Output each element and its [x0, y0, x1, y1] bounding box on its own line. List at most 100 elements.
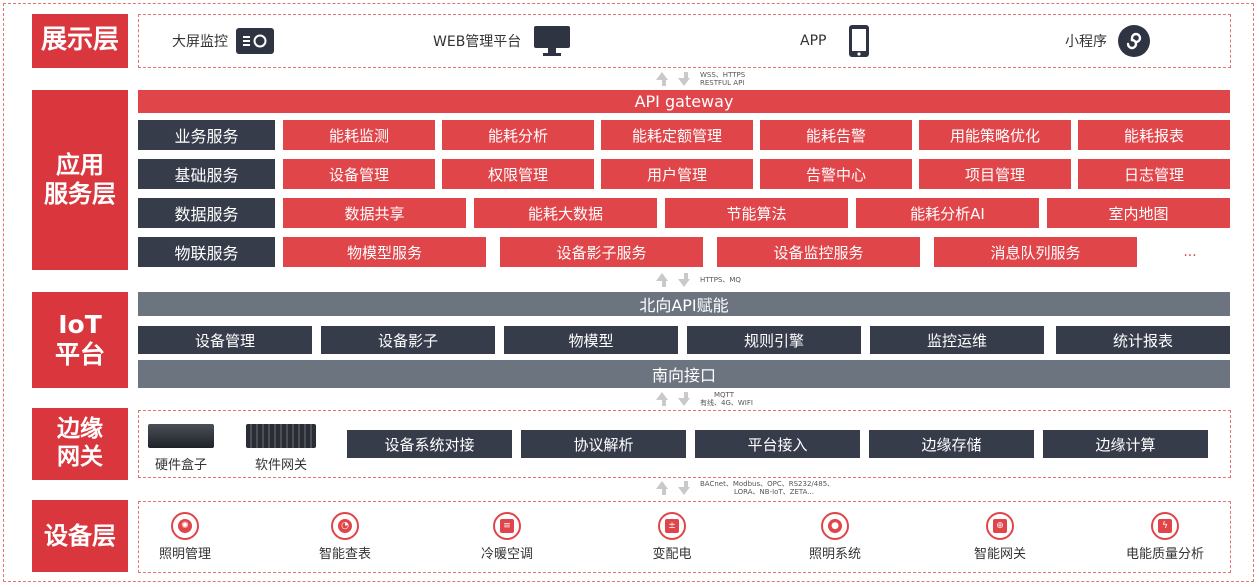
device-item: ⊕ 智能网关 [955, 512, 1045, 562]
device-label: 电能质量分析 [1125, 547, 1204, 562]
protocol-arrow-bottom: BACnet、Modbus、OPC、RS232/485、 LORA、NB-IoT… [656, 478, 834, 498]
app-service-item: 能耗告警 [760, 120, 912, 150]
app-service-item: 能耗分析AI [856, 198, 1039, 228]
edge-frame [138, 410, 1231, 478]
arrow-up-icon [656, 273, 672, 287]
iot-module: 物模型 [504, 326, 678, 354]
app-service-item: 告警中心 [760, 159, 912, 189]
software-gateway-icon [246, 424, 316, 448]
device-item: ± 变配电 [627, 512, 717, 562]
app-service-item: 数据共享 [283, 198, 466, 228]
edge-hardware-label: 硬件盒子 [154, 458, 207, 473]
app-service-item: 日志管理 [1078, 159, 1230, 189]
presentation-item-miniprogram[interactable]: 小程序 [1065, 24, 1151, 58]
device-label: 冷暖空调 [480, 547, 533, 562]
iot-module: 规则引擎 [687, 326, 861, 354]
app-service-item: 能耗大数据 [474, 198, 657, 228]
battery-icon: ± [658, 512, 686, 540]
app-service-item: 能耗分析 [442, 120, 594, 150]
arrow-up-icon [656, 72, 672, 86]
protocol-arrow-top: WSS、HTTPS RESTFUL API [656, 69, 745, 89]
edge-module: 设备系统对接 [347, 430, 512, 458]
lightbulb-icon: ✺ [171, 512, 199, 540]
device-label: 变配电 [652, 547, 692, 562]
api-gateway-bar: API gateway [138, 90, 1230, 113]
south-interface-bar: 南向接口 [138, 360, 1230, 388]
iot-module: 统计报表 [1056, 326, 1230, 354]
app-service-item: 能耗监测 [283, 120, 435, 150]
presentation-item-bigscreen[interactable]: 大屏监控 [172, 28, 274, 54]
protocol-text: LORA、NB-IoT、ZETA... [734, 488, 815, 496]
presentation-item-label: 小程序 [1065, 34, 1107, 50]
presentation-item-app[interactable]: APP [800, 24, 870, 58]
edge-module: 协议解析 [521, 430, 686, 458]
protocol-text: RESTFUL API [700, 79, 745, 87]
power-quality-icon: ϟ [1151, 512, 1179, 540]
arrow-down-icon [678, 273, 694, 287]
hardware-box-icon [148, 424, 214, 448]
app-service-item: 物模型服务 [283, 237, 486, 267]
diagram-frame [3, 3, 1254, 582]
bulb-icon: ● [821, 512, 849, 540]
device-item: ϟ 电能质量分析 [1110, 512, 1220, 562]
presentation-item-label: WEB管理平台 [433, 34, 522, 50]
arrow-up-icon [656, 392, 672, 406]
dashboard-icon [236, 28, 274, 54]
app-service-item: 能耗定额管理 [601, 120, 753, 150]
device-item: ≡ 冷暖空调 [462, 512, 552, 562]
app-service-item: 用户管理 [601, 159, 753, 189]
device-label: 智能查表 [318, 547, 371, 562]
app-service-item: 项目管理 [919, 159, 1071, 189]
device-item: ◔ 智能查表 [300, 512, 390, 562]
device-label: 智能网关 [973, 547, 1026, 562]
mini-program-icon [1117, 24, 1151, 58]
edge-module: 平台接入 [695, 430, 860, 458]
gateway-icon: ⊕ [986, 512, 1014, 540]
air-conditioner-icon: ≡ [493, 512, 521, 540]
phone-icon [848, 24, 870, 58]
presentation-item-label: 大屏监控 [172, 34, 228, 50]
protocol-text: HTTPS、MQ [700, 276, 741, 284]
meter-icon: ◔ [331, 512, 359, 540]
app-row-name: 业务服务 [138, 120, 275, 150]
protocol-text: BACnet、Modbus、OPC、RS232/485、 [700, 480, 835, 488]
iot-module: 设备影子 [321, 326, 495, 354]
presentation-item-label: APP [800, 33, 827, 49]
app-service-item: 节能算法 [665, 198, 848, 228]
protocol-arrow-mid: HTTPS、MQ [656, 270, 741, 290]
app-service-item: 室内地图 [1047, 198, 1230, 228]
device-frame [138, 501, 1231, 573]
device-item: ✺ 照明管理 [140, 512, 230, 562]
arrow-down-icon [678, 392, 694, 406]
arrow-down-icon [678, 481, 694, 495]
app-row-ellipsis: ... [1183, 244, 1197, 260]
app-service-item: 设备影子服务 [500, 237, 703, 267]
app-service-item: 用能策略优化 [919, 120, 1071, 150]
layer-presentation: 展示层 [32, 14, 128, 68]
edge-module: 边缘计算 [1043, 430, 1208, 458]
edge-hardware-label: 软件网关 [254, 458, 307, 473]
device-label: 照明系统 [808, 547, 861, 562]
layer-application: 应用 服务层 [32, 90, 128, 270]
arrow-up-icon [656, 481, 672, 495]
presentation-frame [138, 14, 1231, 68]
app-service-item: 消息队列服务 [934, 237, 1137, 267]
layer-iot: IoT 平台 [32, 292, 128, 388]
device-item: ● 照明系统 [790, 512, 880, 562]
layer-device: 设备层 [32, 500, 128, 572]
app-service-item: 权限管理 [442, 159, 594, 189]
app-row-name: 基础服务 [138, 159, 275, 189]
iot-module: 设备管理 [138, 326, 312, 354]
iot-module: 监控运维 [870, 326, 1044, 354]
protocol-text: MQTT [714, 391, 734, 399]
presentation-item-web[interactable]: WEB管理平台 [433, 26, 571, 56]
protocol-arrow-edge: MQTT 有线、4G、WIFI [656, 389, 753, 409]
edge-module: 边缘存储 [869, 430, 1034, 458]
monitor-icon [533, 25, 571, 57]
app-row-name: 数据服务 [138, 198, 275, 228]
north-api-bar: 北向API赋能 [138, 292, 1230, 316]
layer-edge: 边缘 网关 [32, 408, 128, 480]
app-row-name: 物联服务 [138, 237, 275, 267]
app-service-item: 设备监控服务 [717, 237, 920, 267]
app-service-item: 设备管理 [283, 159, 435, 189]
